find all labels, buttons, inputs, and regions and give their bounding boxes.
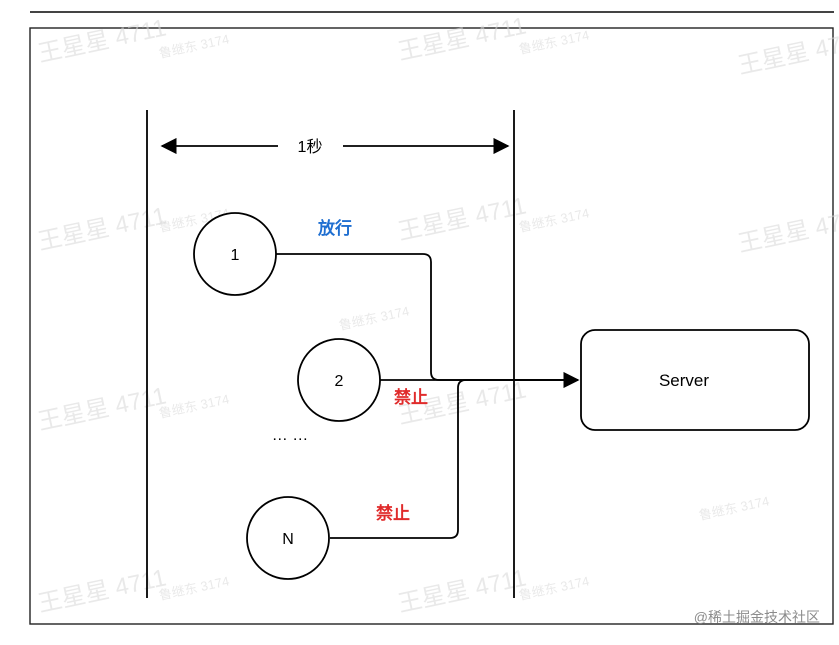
watermark: 王星星 4711 bbox=[396, 192, 529, 245]
watermark: 王星星 4711 bbox=[36, 382, 169, 435]
status-label-deny: 禁止 bbox=[394, 387, 428, 407]
request-node-label: N bbox=[282, 531, 294, 548]
diagram-frame bbox=[29, 27, 834, 625]
watermark: 鲁继东 3174 bbox=[338, 303, 411, 333]
duration-label: 1秒 bbox=[298, 138, 323, 156]
watermark: 王星星 4711 bbox=[736, 26, 839, 79]
watermark: 王星星 4711 bbox=[36, 564, 169, 617]
footer-credit: @稀土掘金技术社区 bbox=[694, 609, 820, 625]
watermark: 王星星 4711 bbox=[736, 204, 839, 257]
watermark: 王星星 4711 bbox=[36, 14, 169, 67]
connector-req-n bbox=[330, 379, 578, 539]
watermark: 鲁继东 3174 bbox=[518, 27, 591, 57]
watermark: 鲁继东 3174 bbox=[518, 573, 591, 603]
watermark: 鲁继东 3174 bbox=[158, 391, 231, 421]
request-node-1 bbox=[193, 212, 277, 296]
watermark: 王星星 4711 bbox=[396, 12, 529, 65]
server-box bbox=[580, 329, 810, 431]
ellipsis: … … bbox=[272, 427, 308, 444]
watermark: 鲁继东 3174 bbox=[698, 493, 771, 523]
request-node-label: 1 bbox=[231, 247, 240, 264]
watermark-layer: 王星星 4711 鲁继东 3174 王星星 4711 鲁继东 3174 王星星 … bbox=[36, 12, 839, 617]
status-label-allow: 放行 bbox=[317, 218, 352, 238]
watermark: 王星星 4711 bbox=[396, 564, 529, 617]
server-label: Server bbox=[659, 371, 709, 390]
watermark: 王星星 4711 bbox=[36, 202, 169, 255]
request-node-label: 2 bbox=[335, 373, 344, 390]
status-label-deny: 禁止 bbox=[376, 503, 410, 523]
watermark: 鲁继东 3174 bbox=[158, 31, 231, 61]
watermark: 鲁继东 3174 bbox=[158, 573, 231, 603]
watermark: 鲁继东 3174 bbox=[518, 205, 591, 235]
request-node-n bbox=[246, 496, 330, 580]
request-node-2 bbox=[297, 338, 381, 422]
